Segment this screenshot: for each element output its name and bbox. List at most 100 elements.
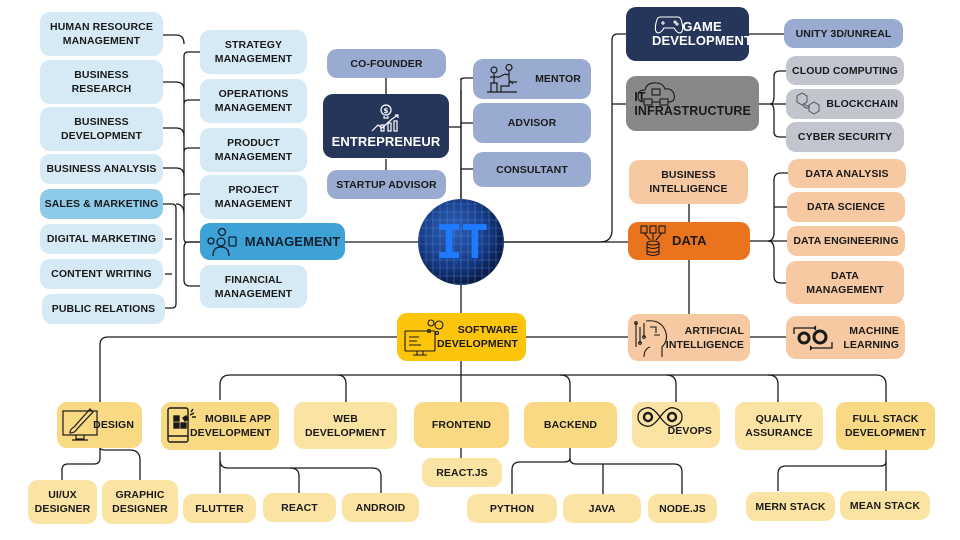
node-java[interactable]: JAVA <box>563 494 641 523</box>
node-label: BLOCKCHAIN <box>826 98 898 110</box>
node-product-management[interactable]: PRODUCT MANAGEMENT <box>200 128 307 172</box>
node-game-development-hub[interactable]: GAME DEVELOPMENT <box>626 7 753 61</box>
node-financial-management[interactable]: FINANCIAL MANAGEMENT <box>200 265 307 308</box>
gamepad-icon <box>654 13 684 35</box>
mobile-app-icon <box>166 406 202 444</box>
node-software-development-hub[interactable]: SOFTWARE DEVELOPMENT <box>397 313 526 361</box>
node-digital-marketing[interactable]: DIGITAL MARKETING <box>40 224 163 254</box>
node-machine-learning[interactable]: MACHINE LEARNING <box>786 316 905 359</box>
node-management-hub[interactable]: MANAGEMENT <box>200 223 345 260</box>
computer-gears-icon <box>403 317 447 359</box>
node-label: ADVISOR <box>507 117 557 129</box>
node-label: CO-FOUNDER <box>350 57 423 70</box>
node-label: CLOUD COMPUTING <box>792 64 898 77</box>
node-label: DATA ANALYSIS <box>805 167 889 180</box>
node-label: CYBER SECURITY <box>797 131 893 143</box>
node-label: STARTUP ADVISOR <box>336 178 437 191</box>
node-label: DEVOPS <box>667 425 712 437</box>
globe-icon <box>418 199 504 285</box>
node-flutter[interactable]: FLUTTER <box>183 494 256 523</box>
node-operations-management[interactable]: OPERATIONS MANAGEMENT <box>200 79 307 123</box>
node-cloud-computing[interactable]: CLOUD COMPUTING <box>786 56 904 85</box>
node-strategy-management[interactable]: STRATEGY MANAGEMENT <box>200 30 307 74</box>
node-co-founder[interactable]: CO-FOUNDER <box>327 49 446 78</box>
node-it-infrastructure-hub[interactable]: IT INFRASTRUCTURE <box>626 76 759 131</box>
node-python[interactable]: PYTHON <box>467 494 557 523</box>
node-data-hub[interactable]: DATA <box>628 222 750 260</box>
node-human-resource-management[interactable]: HUMAN RESOURCE MANAGEMENT <box>40 12 163 56</box>
mentor-climb-icon <box>485 64 519 94</box>
node-advisor[interactable]: ADVISOR <box>473 103 591 143</box>
node-business-research[interactable]: BUSINESS RESEARCH <box>40 60 163 104</box>
node-label: MERN STACK <box>755 500 826 513</box>
node-business-intelligence[interactable]: BUSINESS INTELLIGENCE <box>629 160 748 204</box>
node-devops[interactable]: DEVOPS <box>632 402 720 448</box>
node-label: MANAGEMENT <box>244 233 341 249</box>
node-entrepreneur-hub[interactable]: $ ENTREPRENEUR <box>323 94 449 158</box>
node-label: SOFTWARE DEVELOPMENT <box>436 324 518 350</box>
node-content-writing[interactable]: CONTENT WRITING <box>40 259 163 289</box>
node-backend[interactable]: BACKEND <box>524 402 617 448</box>
node-label: GAME DEVELOPMENT <box>652 19 753 48</box>
node-label: JAVA <box>588 502 616 515</box>
cloud-network-icon <box>636 80 682 110</box>
node-project-management[interactable]: PROJECT MANAGEMENT <box>200 175 307 219</box>
node-unity-unreal[interactable]: UNITY 3D/UNREAL <box>784 19 903 48</box>
node-label: CONSULTANT <box>496 163 568 176</box>
node-android[interactable]: ANDROID <box>342 493 419 522</box>
node-full-stack-development[interactable]: FULL STACK DEVELOPMENT <box>836 402 935 450</box>
node-label: FRONTEND <box>431 419 492 431</box>
node-data-engineering[interactable]: DATA ENGINEERING <box>787 226 905 256</box>
node-quality-assurance[interactable]: QUALITY ASSURANCE <box>735 402 823 450</box>
team-management-icon <box>205 227 239 257</box>
node-web-development[interactable]: WEB DEVELOPMENT <box>294 402 397 449</box>
node-business-development[interactable]: BUSINESS DEVELOPMENT <box>40 107 163 151</box>
node-node-js[interactable]: NODE.JS <box>648 494 717 523</box>
node-label: DATA SCIENCE <box>806 201 885 213</box>
node-public-relations[interactable]: PUBLIC RELATIONS <box>42 294 165 324</box>
node-mern-stack[interactable]: MERN STACK <box>746 492 835 521</box>
node-label: BUSINESS ANALYSIS <box>46 163 157 175</box>
node-data-science[interactable]: DATA SCIENCE <box>787 192 905 222</box>
node-react-js[interactable]: REACT.JS <box>422 458 502 487</box>
node-label: FINANCIAL MANAGEMENT <box>214 273 293 300</box>
node-artificial-intelligence-hub[interactable]: ARTIFICIAL INTELLIGENCE <box>628 314 750 361</box>
node-startup-advisor[interactable]: STARTUP ADVISOR <box>327 170 446 199</box>
node-react[interactable]: REACT <box>263 493 336 522</box>
node-label: REACT <box>281 501 318 514</box>
center-it-globe[interactable]: IT <box>418 199 504 285</box>
node-label: CONTENT WRITING <box>51 268 152 280</box>
node-label: ARTIFICIAL INTELLIGENCE <box>665 324 744 351</box>
node-mobile-app-development[interactable]: MOBILE APP DEVELOPMENT <box>161 402 279 450</box>
node-data-analysis[interactable]: DATA ANALYSIS <box>788 159 906 188</box>
node-label: PYTHON <box>489 502 535 515</box>
monitor-brush-icon <box>62 407 98 443</box>
node-ui-ux-designer[interactable]: UI/UX DESIGNER <box>28 480 97 524</box>
node-mentor[interactable]: MENTOR <box>473 59 591 99</box>
node-label: QUALITY ASSURANCE <box>745 413 813 439</box>
node-frontend[interactable]: FRONTEND <box>414 402 509 448</box>
node-label: HUMAN RESOURCE MANAGEMENT <box>50 21 153 47</box>
node-label: BUSINESS INTELLIGENCE <box>649 169 728 195</box>
node-label: OPERATIONS MANAGEMENT <box>214 88 293 114</box>
node-consultant[interactable]: CONSULTANT <box>473 152 591 187</box>
ai-brain-head-icon <box>632 317 670 359</box>
gears-cycle-icon <box>790 322 838 354</box>
node-label: NODE.JS <box>659 502 706 515</box>
node-label: DESIGN <box>93 419 134 431</box>
node-graphic-designer[interactable]: GRAPHIC DESIGNER <box>102 480 178 524</box>
node-label: PUBLIC RELATIONS <box>51 303 156 315</box>
node-label: PROJECT MANAGEMENT <box>214 184 293 210</box>
svg-text:$: $ <box>384 107 389 115</box>
node-label: BUSINESS RESEARCH <box>71 69 132 95</box>
node-business-analysis[interactable]: BUSINESS ANALYSIS <box>40 154 163 184</box>
blockchain-cubes-icon <box>794 91 822 117</box>
node-mean-stack[interactable]: MEAN STACK <box>840 491 930 520</box>
node-sales-marketing[interactable]: SALES & MARKETING <box>40 189 163 219</box>
node-blockchain[interactable]: BLOCKCHAIN <box>786 89 904 119</box>
node-label: REACT.JS <box>436 466 488 479</box>
node-cyber-security[interactable]: CYBER SECURITY <box>786 122 904 152</box>
node-data-management[interactable]: DATA MANAGEMENT <box>786 261 904 304</box>
node-label: FLUTTER <box>195 502 244 515</box>
node-design[interactable]: DESIGN <box>57 402 142 448</box>
